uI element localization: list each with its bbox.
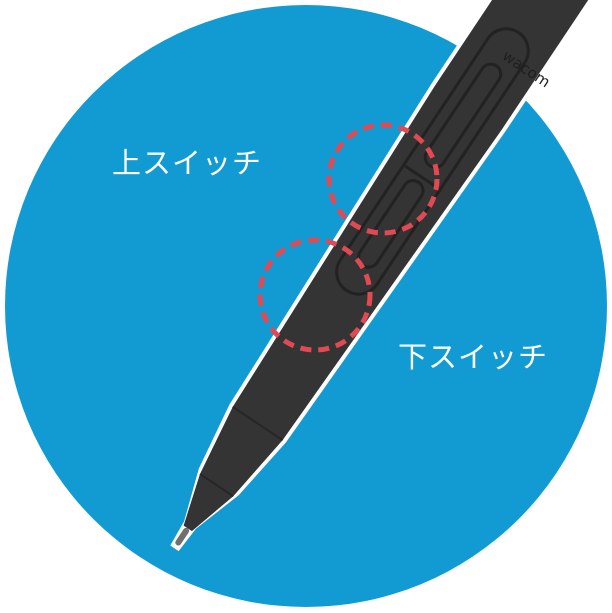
- side-switch-rocker: [335, 27, 530, 296]
- pen-nib: [175, 527, 190, 546]
- lower-switch-label: 下スイッチ: [398, 340, 549, 374]
- lower-switch-highlight: [257, 237, 373, 353]
- grip-shade-line: [232, 406, 284, 442]
- pen: wacom: [170, 0, 594, 552]
- upper-switch-slot: [423, 62, 503, 169]
- switch-divider: [404, 164, 440, 190]
- upper-switch-label: 上スイッチ: [112, 146, 263, 180]
- upper-switch-highlight: [326, 122, 440, 236]
- tip-shade-line: [199, 473, 234, 498]
